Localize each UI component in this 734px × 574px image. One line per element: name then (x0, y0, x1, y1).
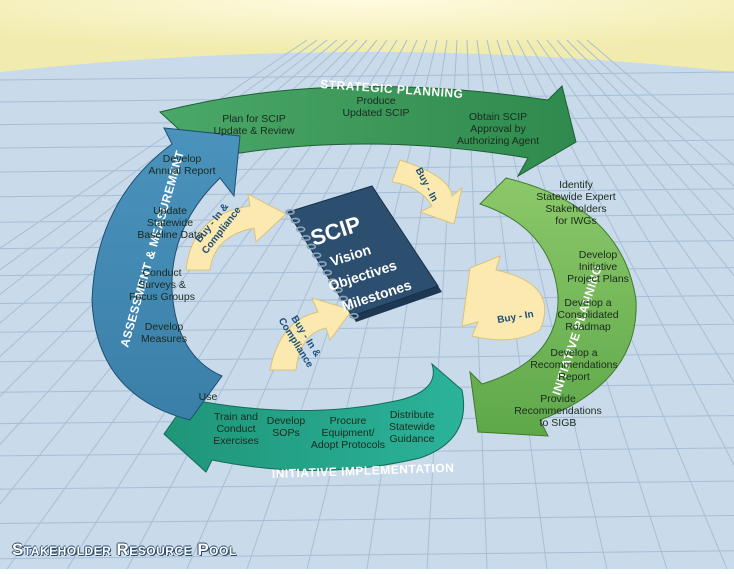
buy-in-compliance-arrow-top-left (185, 193, 287, 271)
implementation-step-4-line-1: Procure (330, 415, 367, 427)
assessment-step-3-line-2: Surveys & (138, 279, 186, 291)
assessment-step-1-line-2: Annual Report (148, 165, 215, 177)
initiative-planning-step-1-line-4: for IWGs (555, 215, 596, 227)
buy-in-compliance-arrow-bottom-left (269, 297, 353, 371)
initiative-planning-step-5-line-2: Recommendations (514, 405, 602, 417)
buy-in-arrow-top-right (391, 159, 463, 225)
implementation-step-1-line-1: Use (199, 391, 218, 403)
initiative-planning-step-5-line-1: Provide (540, 393, 576, 405)
sky-background (0, 0, 734, 72)
initiative-planning-step-1-line-3: Stakeholders (545, 203, 606, 215)
implementation-step-3-line-2: SOPs (272, 427, 299, 439)
initiative-planning-step-3-line-3: Roadmap (565, 321, 611, 333)
implementation-step-5-line-1: Distribute (390, 409, 435, 421)
initiative-planning-step-4-line-1: Develop a (550, 347, 597, 359)
implementation-step-2-line-3: Exercises (213, 435, 259, 447)
assessment-step-3-line-3: Focus Groups (129, 291, 195, 303)
assessment-measurement-arrow (91, 127, 241, 421)
implementation-step-1: Use (199, 391, 218, 403)
scip-book: SCIP Vision Objectives Milestones (285, 185, 442, 322)
footer-caption: Stakeholder Resource Pool (12, 540, 237, 559)
initiative-planning-step-3-line-2: Consolidated (557, 309, 618, 321)
initiative-planning-step-2-line-2: Initiative (579, 261, 618, 273)
initiative-planning-step-5-line-3: to SIGB (540, 417, 577, 429)
assessment-step-2-line-1: Update (153, 205, 187, 217)
strategic-step-2-line-1: Produce (356, 95, 395, 107)
strategic-step-2-line-2: Updated SCIP (342, 107, 409, 119)
implementation-step-2-line-1: Train and (214, 411, 258, 423)
implementation-step-4-line-2: Equipment/ (321, 427, 374, 439)
initiative-planning-step-1-line-1: Identify (559, 179, 594, 191)
implementation-step-4-line-3: Adopt Protocols (311, 439, 385, 451)
initiative-implementation-arrow (163, 362, 465, 473)
implementation-step-2-line-2: Conduct (216, 423, 255, 435)
buy-in-arrow-right (461, 255, 546, 341)
implementation-step-3-line-1: Develop (267, 415, 306, 427)
strategic-step-1-line-2: Update & Review (213, 125, 295, 137)
implementation-step-5-line-2: Statewide (389, 421, 435, 433)
strategic-step-1-line-1: Plan for SCIP (222, 113, 286, 125)
strategic-planning-arrow (158, 85, 577, 178)
strategic-step-3-line-2: Approval by (470, 123, 526, 135)
initiative-planning-step-4-line-3: Report (558, 371, 590, 383)
assessment-step-4-line-1: Develop (145, 321, 184, 333)
assessment-step-2-line-2: Statewide (147, 217, 193, 229)
strategic-step-3-line-3: Authorizing Agent (457, 135, 539, 147)
assessment-step-3-line-1: Conduct (142, 267, 181, 279)
initiative-planning-step-1-line-2: Statewide Expert (536, 191, 615, 203)
initiative-planning-step-4-line-2: Recommendations (530, 359, 618, 371)
implementation-step-5-line-3: Guidance (390, 433, 435, 445)
initiative-planning-arrow (469, 177, 637, 437)
initiative-planning-step-3-line-1: Develop a (564, 297, 611, 309)
initiative-planning-step-2-line-3: Project Plans (567, 273, 629, 285)
assessment-step-4-line-2: Measures (141, 333, 187, 345)
initiative-implementation-title: INITIATIVE IMPLEMENTATION (272, 461, 455, 481)
strategic-step-3-line-1: Obtain SCIP (469, 111, 527, 123)
initiative-planning-step-2-line-1: Develop (579, 249, 618, 261)
assessment-step-1-line-1: Develop (163, 153, 202, 165)
assessment-step-2-line-3: Baseline Data (137, 229, 203, 241)
